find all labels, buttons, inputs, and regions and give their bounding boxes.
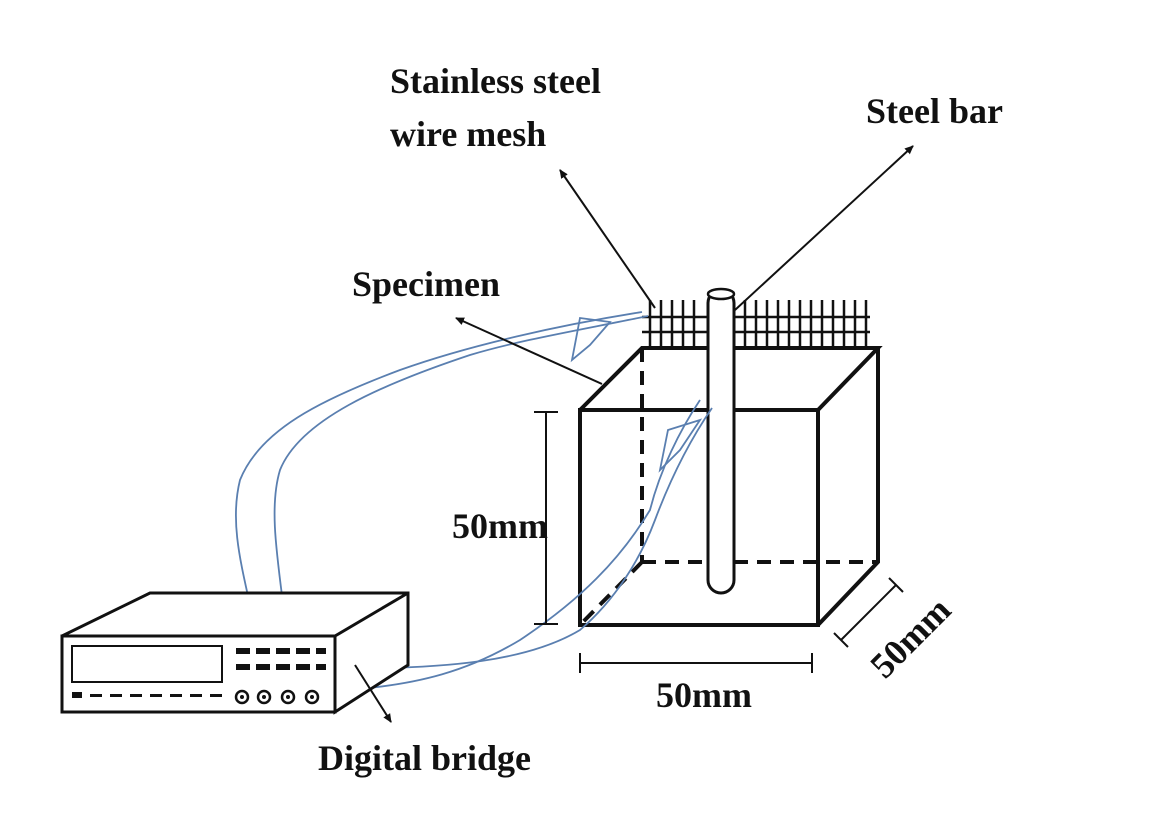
width-dimension (579, 653, 813, 673)
leader-arrows (354, 145, 914, 723)
bridge-terminals (234, 689, 320, 705)
digital-bridge-label: Digital bridge (318, 738, 531, 778)
width-dimension-label: 50mm (656, 675, 752, 715)
mesh-leader-arrow (559, 169, 656, 309)
mesh-label-line1: Stainless steel (390, 61, 601, 101)
bridge-display-screen (71, 645, 223, 683)
steel-bar (706, 287, 736, 595)
bridge-button-row (72, 692, 222, 698)
steel-bar-leader-arrow (734, 145, 914, 311)
height-dimension (534, 411, 558, 625)
wire-mesh (642, 300, 870, 348)
bridge-keypad (236, 648, 326, 670)
steel-bar-label: Steel bar (866, 91, 1003, 131)
digital-bridge (60, 591, 410, 715)
lead-wires (234, 311, 713, 691)
depth-dimension (833, 577, 904, 648)
specimen-cube (578, 346, 883, 627)
specimen-leader-arrow (455, 317, 603, 385)
cube-hidden-edges (578, 348, 878, 627)
cube-front-face (578, 408, 820, 627)
mesh-label-line2: wire mesh (390, 114, 546, 154)
bridge-leader-arrow (354, 664, 392, 723)
height-dimension-label: 50mm (452, 506, 548, 546)
specimen-label: Specimen (352, 264, 500, 304)
cube-right-face (816, 348, 880, 627)
cube-top-face (578, 346, 883, 412)
